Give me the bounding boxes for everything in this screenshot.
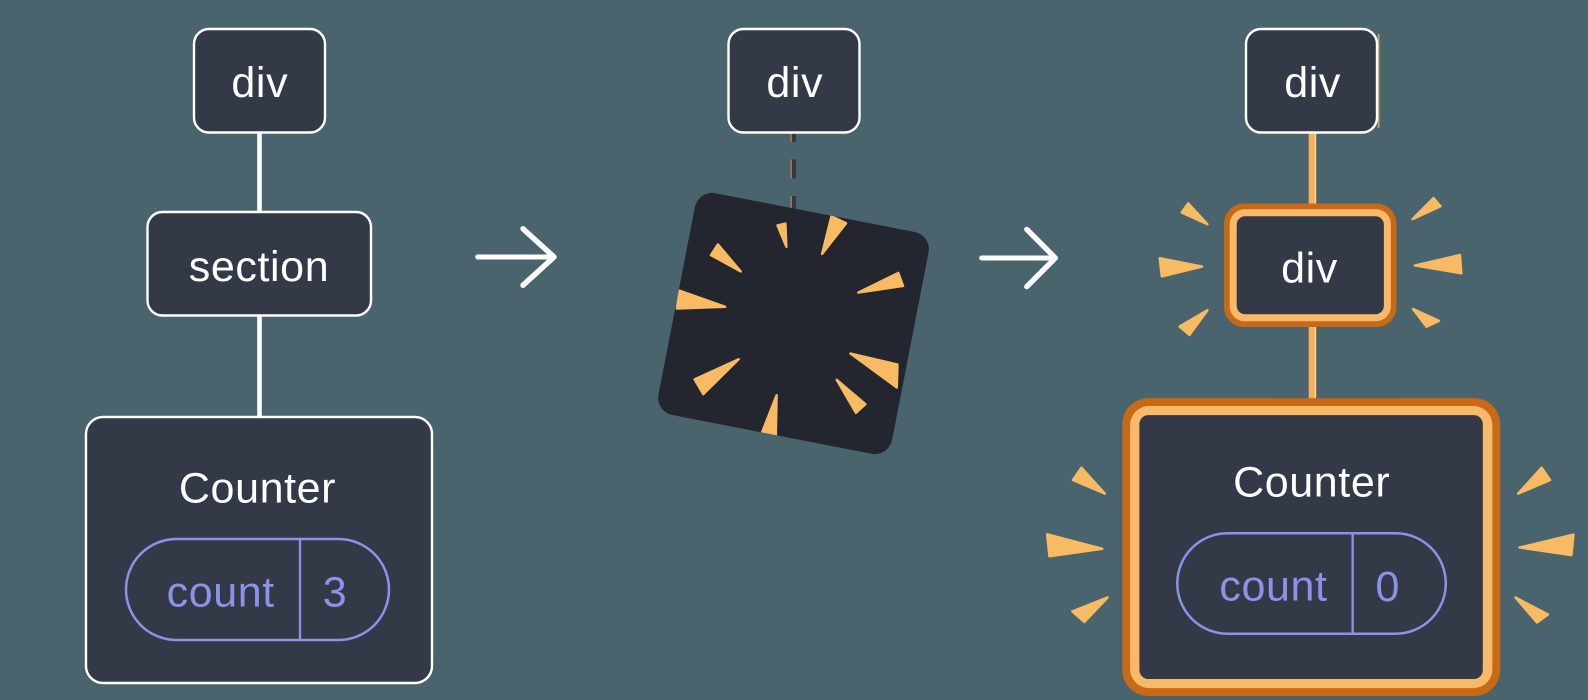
svg-text:count: count: [167, 568, 275, 616]
svg-text:div: div: [231, 59, 288, 107]
svg-text:Counter: Counter: [179, 464, 336, 512]
svg-text:count: count: [1219, 563, 1327, 611]
svg-text:0: 0: [1375, 563, 1400, 611]
svg-text:3: 3: [323, 569, 348, 617]
svg-text:div: div: [1284, 59, 1341, 107]
svg-text:Counter: Counter: [1233, 459, 1390, 507]
svg-text:section: section: [189, 243, 329, 291]
svg-text:div: div: [1281, 245, 1338, 293]
svg-text:div: div: [766, 59, 823, 107]
